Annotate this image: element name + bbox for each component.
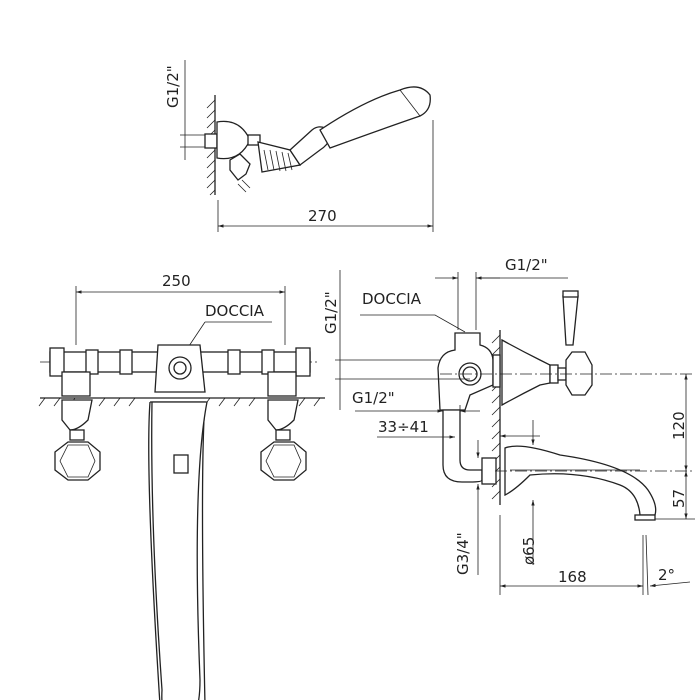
adjust-range-label: 33÷41 <box>378 418 429 436</box>
side-view: G1/2" G1/2" DOCCIA G1/2" 33÷41 G3/4" ø65… <box>322 256 695 596</box>
side-vertical-connection-label: G1/2" <box>322 291 340 334</box>
left-handle <box>54 399 101 481</box>
lever-handle <box>562 295 579 346</box>
wall-elbow <box>229 153 251 181</box>
spout-height-57-label: 57 <box>670 489 688 508</box>
shower-handle <box>319 86 431 149</box>
side-connection-label: G1/2" <box>352 389 395 407</box>
top-connection-label: G1/2" <box>164 65 182 108</box>
width-270-label: 270 <box>308 207 337 225</box>
width-250-label: 250 <box>162 272 191 290</box>
front-doccia-label: DOCCIA <box>205 302 265 320</box>
wall-rosette <box>216 120 251 160</box>
height-120-label: 120 <box>670 411 688 440</box>
side-spout <box>504 445 657 516</box>
angle-label: 2° <box>658 566 675 584</box>
spout-length-label: 168 <box>558 568 587 586</box>
front-spout <box>151 401 208 700</box>
side-doccia-label: DOCCIA <box>362 290 422 308</box>
diameter-label: ø65 <box>520 537 538 565</box>
hand-shower-view: G1/2" 270 <box>164 60 434 232</box>
escutcheon <box>501 338 551 407</box>
right-handle <box>260 399 307 481</box>
front-view: 250 DOCCIA <box>38 272 325 700</box>
side-handle-cross <box>565 351 593 396</box>
side-top-connection-label: G1/2" <box>505 256 548 274</box>
inlet-pipe <box>442 409 483 483</box>
inlet-label: G3/4" <box>454 532 472 575</box>
